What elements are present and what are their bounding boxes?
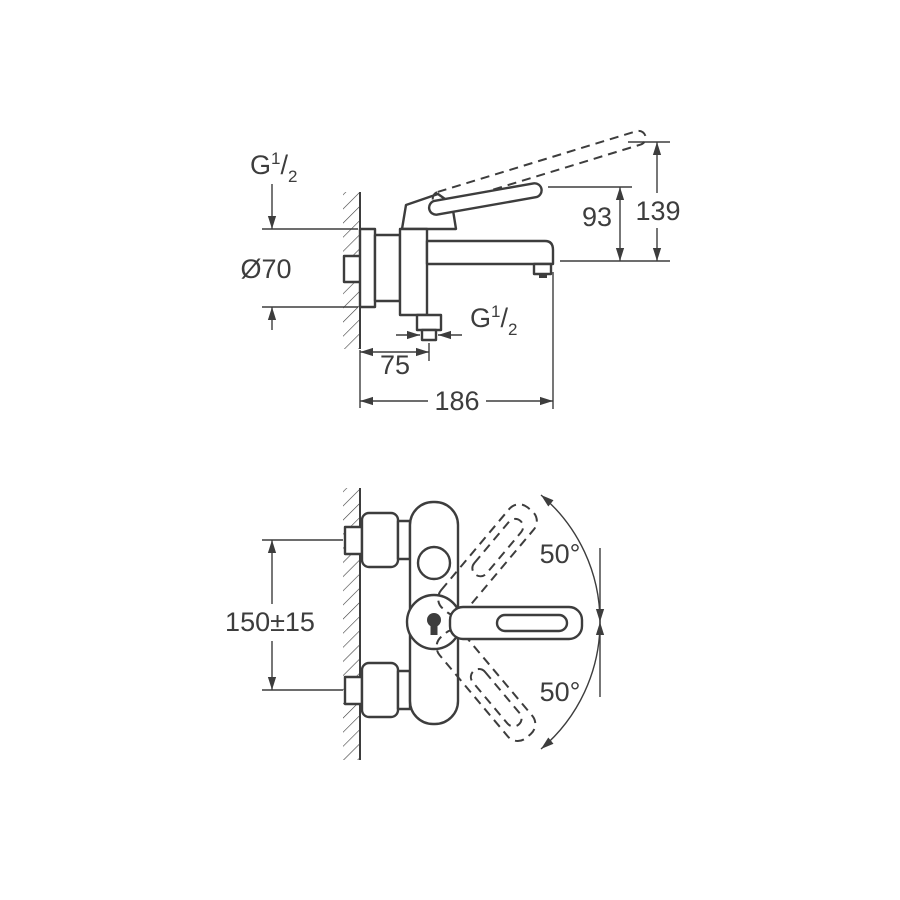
dim-mounting-distance: 150±15 <box>225 539 343 691</box>
dim-height-93: 93 <box>548 186 670 262</box>
mixer-body <box>398 227 429 317</box>
dim-label-swing-down: 50° <box>540 677 581 707</box>
dim-label-150: 150±15 <box>225 607 315 637</box>
shower-outlet-thread <box>420 328 438 342</box>
lever-slot <box>495 613 569 633</box>
dim-label-75: 75 <box>380 350 410 380</box>
angle-arc-lower <box>540 621 605 750</box>
side-view: Ø70 G1/2 93 139 75 G1/2 <box>240 129 681 416</box>
dim-label-wall-thread: G1/2 <box>250 149 297 186</box>
lever-slot-dashed <box>469 668 523 728</box>
dim-label-outlet-thread: G1/2 <box>470 302 517 339</box>
bottom-inlet-nut <box>343 675 364 706</box>
dim-depth-186: 186 <box>360 272 554 416</box>
dim-escutcheon-diameter: Ø70 <box>240 184 358 330</box>
diverter-knob <box>416 545 452 581</box>
bottom-escutcheon <box>360 661 400 719</box>
lever-handle <box>427 182 543 216</box>
lever-outline-dashed <box>435 628 537 742</box>
dim-label-escutcheon-diameter: Ø70 <box>240 254 291 284</box>
lever-swung-up-dashed <box>437 503 538 617</box>
shower-outlet <box>415 313 443 332</box>
angle-arc-upper <box>540 494 605 623</box>
escutcheon-flange <box>358 227 377 309</box>
aerator <box>532 262 553 276</box>
escutcheon-cover <box>373 233 402 303</box>
dim-label-swing-up: 50° <box>540 539 581 569</box>
lever-swung-down-dashed <box>435 628 537 742</box>
spout <box>425 239 555 266</box>
top-inlet-nut <box>343 525 364 556</box>
aerator-outlet <box>539 274 547 278</box>
lever-raised-dashed <box>431 129 647 207</box>
top-escutcheon <box>360 511 400 569</box>
front-view: 50° 50° 150±15 <box>225 488 605 760</box>
dim-outlet-thread: G1/2 <box>396 302 517 340</box>
dim-label-186: 186 <box>434 386 479 416</box>
dim-label-93: 93 <box>582 202 612 232</box>
lever-outline-dashed <box>437 503 538 617</box>
dim-offset-75: 75 <box>359 343 430 408</box>
keyhole <box>427 613 441 627</box>
top-connector <box>396 519 412 561</box>
lever-slot-dashed <box>471 517 525 578</box>
bottom-connector <box>396 669 412 711</box>
dim-height-139: 139 <box>628 141 681 261</box>
dim-label-139: 139 <box>635 196 680 226</box>
keyhole-slot <box>430 624 438 635</box>
